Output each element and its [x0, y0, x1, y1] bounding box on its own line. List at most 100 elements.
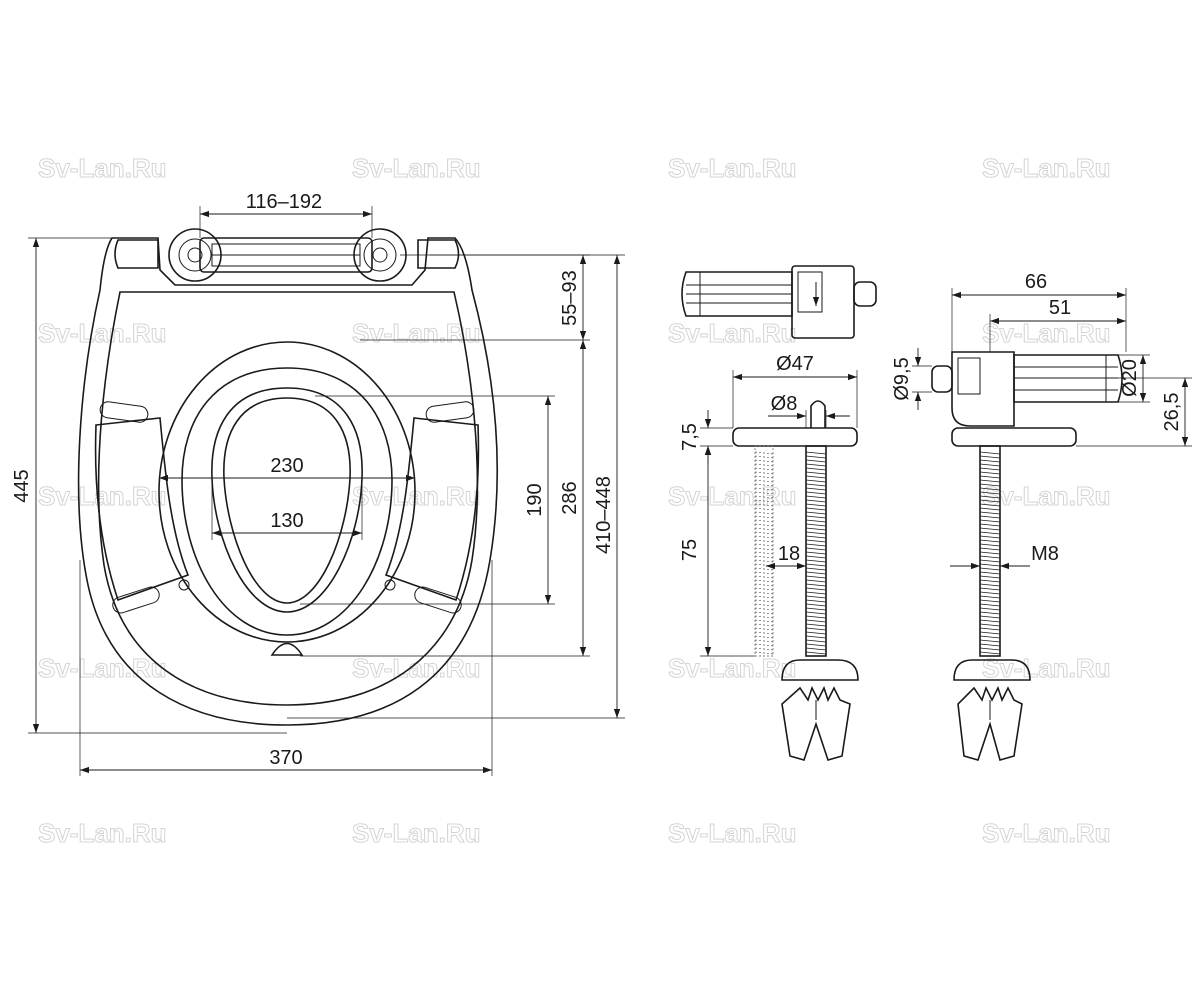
thread-line: [805, 475, 827, 479]
watermark: Sv-Lan.Ru: [668, 481, 797, 511]
thread-line: [805, 579, 827, 583]
thread-line: [805, 587, 827, 591]
dim-body-length: 51: [1049, 297, 1071, 319]
thread-line: [805, 507, 827, 511]
thread-line: [979, 527, 1001, 531]
thread-line: [754, 551, 774, 555]
watermark: Sv-Lan.Ru: [38, 818, 167, 848]
dim-thread-width: 18: [778, 543, 800, 565]
thread-line: [754, 615, 774, 619]
watermark: Sv-Lan.Ru: [352, 653, 481, 683]
thread-line: [754, 531, 774, 535]
thread-line: [979, 567, 1001, 571]
dim-hinge-offset: 55–93: [559, 270, 581, 326]
thread-line: [805, 551, 827, 555]
thread-line: [979, 559, 1001, 563]
thread-line: [979, 483, 1001, 487]
hinge-post-right: [353, 228, 407, 282]
dim-body-height: 26,5: [1161, 393, 1183, 432]
dim-pin-diameter: Ø9,5: [891, 357, 913, 400]
thread-line: [805, 595, 827, 599]
watermark: Sv-Lan.Ru: [352, 481, 481, 511]
thread-line: [979, 635, 1001, 639]
watermark: Sv-Lan.Ru: [982, 818, 1111, 848]
thread-line: [979, 467, 1001, 471]
thread-line: [805, 623, 827, 627]
hinge-post-left: [168, 228, 222, 282]
thread-line: [754, 643, 774, 647]
watermark: Sv-Lan.Ru: [352, 318, 481, 348]
thread-line: [805, 491, 827, 495]
thread-line: [754, 507, 774, 511]
thread-line: [805, 555, 827, 559]
thread-line: [754, 487, 774, 491]
thread-line: [754, 607, 774, 611]
thread-line: [754, 559, 774, 563]
thread-line: [805, 567, 827, 571]
thread-line: [805, 559, 827, 563]
thread-line: [754, 503, 774, 507]
thread-line: [805, 599, 827, 603]
dim-ring-length: 286: [559, 481, 581, 514]
thread-line: [805, 603, 827, 607]
thread-line: [754, 495, 774, 499]
thread-line: [805, 651, 827, 655]
thread-line: [979, 595, 1001, 599]
thread-line: [754, 627, 774, 631]
thread-line: [754, 571, 774, 575]
thread-line: [754, 459, 774, 463]
thread-line: [979, 463, 1001, 467]
thread-line: [754, 511, 774, 515]
thread-line: [754, 475, 774, 479]
hinge-assembly: 66 51 Ø9,5 Ø20 26,5 M8: [891, 271, 1192, 761]
thread-line: [979, 515, 1001, 519]
seat-top-view: [77, 228, 499, 726]
ring-middle: [181, 367, 393, 636]
thread-line: [754, 575, 774, 579]
thread-line: [979, 611, 1001, 615]
watermark: Sv-Lan.Ru: [38, 653, 167, 683]
watermark: Sv-Lan.Ru: [352, 153, 481, 183]
thread-line: [805, 627, 827, 631]
fixing-assembly: Ø47 Ø8 7,5 75 18: [679, 265, 877, 761]
thread-line: [979, 551, 1001, 555]
thread-line: [805, 635, 827, 639]
thread-line: [754, 527, 774, 531]
thread-line: [754, 619, 774, 623]
thread-line: [805, 487, 827, 491]
watermark: Sv-Lan.Ru: [38, 481, 167, 511]
thread-line: [805, 519, 827, 523]
thread-line: [805, 571, 827, 575]
bumper-pad: [112, 586, 160, 614]
dim-total-length: 66: [1025, 271, 1047, 293]
watermark: Sv-Lan.Ru: [982, 318, 1111, 348]
thread-line: [754, 491, 774, 495]
thread-line: [754, 519, 774, 523]
thread-line: [754, 535, 774, 539]
seat-ring-outline: [97, 291, 479, 706]
thread-line: [754, 543, 774, 547]
thread-line: [754, 647, 774, 651]
thread-line: [805, 483, 827, 487]
thread-line: [979, 451, 1001, 455]
thread-line: [979, 623, 1001, 627]
rear-bumper-right: [417, 239, 460, 269]
thread-line: [979, 599, 1001, 603]
opening-outer: [211, 387, 363, 613]
watermark: Sv-Lan.Ru: [982, 481, 1111, 511]
watermark: Sv-Lan.Ru: [352, 818, 481, 848]
thread-line: [805, 647, 827, 651]
watermark: Sv-Lan.Ru: [982, 653, 1111, 683]
opening-inner: [223, 397, 351, 604]
thread-line: [754, 451, 774, 455]
thread-line: [805, 463, 827, 467]
thread-line: [754, 523, 774, 527]
thread-line: [754, 483, 774, 487]
thread-line: [979, 651, 1001, 655]
thread-line: [805, 643, 827, 647]
hinge-bar: [199, 237, 373, 273]
thread-line: [805, 515, 827, 519]
watermark: Sv-Lan.Ru: [668, 318, 797, 348]
thread-line: [979, 491, 1001, 495]
